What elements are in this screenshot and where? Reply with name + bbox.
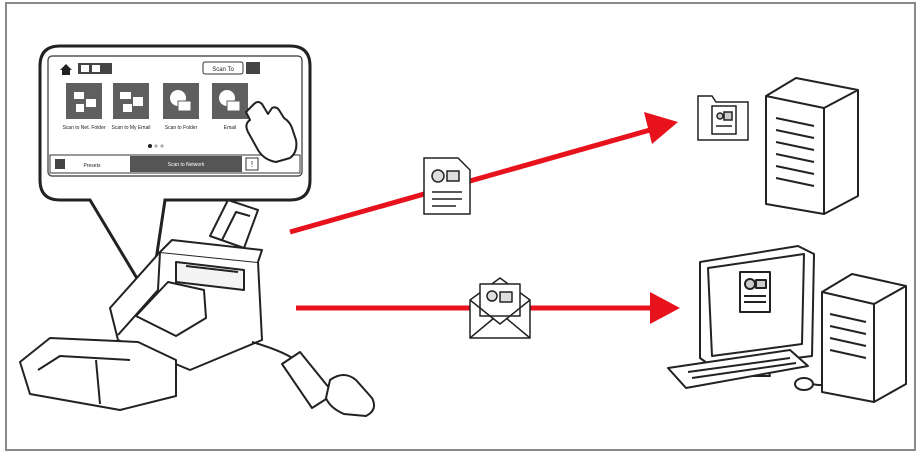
network-folder-icon (698, 96, 748, 140)
tile-label: Email (224, 125, 237, 131)
scan-to-arrow-button[interactable] (246, 62, 260, 74)
presets-icon[interactable] (55, 159, 65, 169)
document-icon (424, 158, 470, 214)
footer-status-label: Scan to Network (168, 162, 205, 168)
page-indicator (148, 144, 164, 148)
presets-label[interactable]: Presets (84, 163, 101, 169)
info-button[interactable]: ! (246, 158, 258, 170)
scan-to-button[interactable]: Scan To (203, 62, 243, 74)
tile-label: Scan to Net. Folder (62, 125, 105, 131)
server-icon (766, 78, 858, 214)
scan-to-button-label: Scan To (212, 67, 234, 73)
tile-label: Scan to My Email (112, 125, 151, 131)
tile-label: Scan to Folder (165, 125, 198, 131)
svg-text:!: ! (251, 160, 253, 169)
